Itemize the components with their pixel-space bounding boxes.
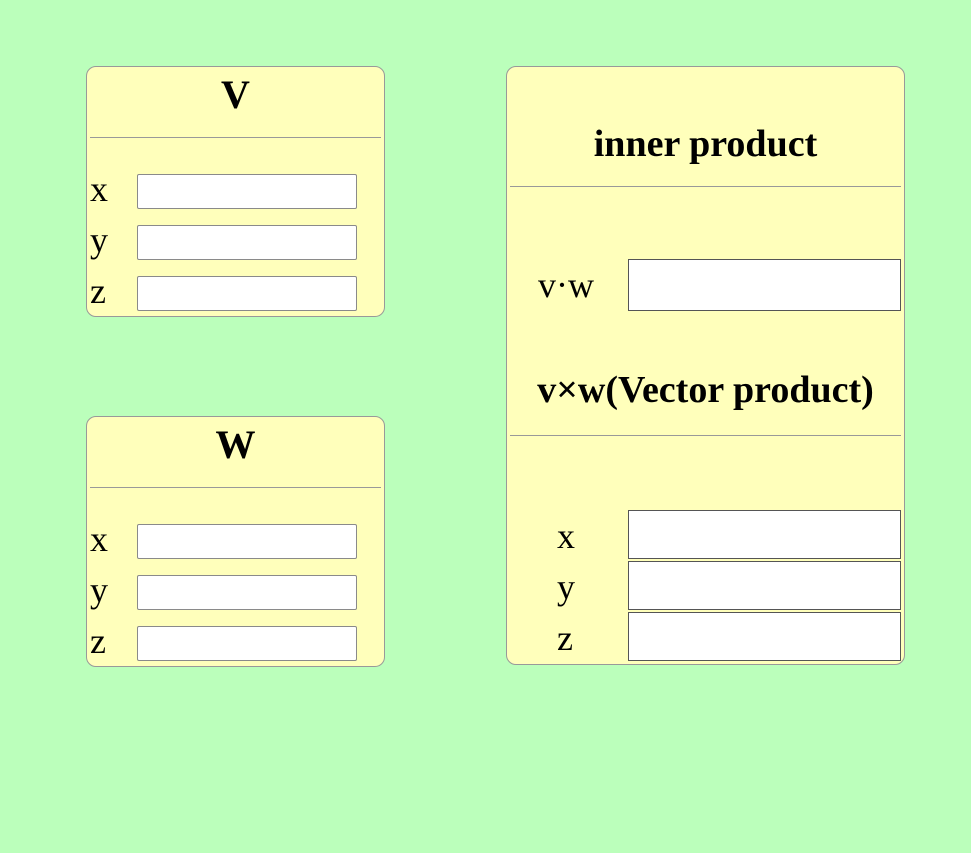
vector-v-x-input[interactable] [137, 174, 357, 209]
vector-product-y-label: y [557, 567, 575, 607]
vector-v-z-input[interactable] [137, 276, 357, 311]
vector-product-z-label: z [557, 618, 573, 658]
vector-product-z-output[interactable] [628, 612, 901, 661]
inner-product-label: v·w [538, 265, 594, 305]
vector-w-divider [90, 487, 381, 488]
vector-v-title: V [221, 72, 250, 117]
results-panel: inner product v·w v×w(Vector product) x … [506, 66, 905, 665]
inner-product-title: inner product [593, 123, 818, 165]
vector-product-x-output[interactable] [628, 510, 901, 559]
vector-product-title: v×w(Vector product) [537, 369, 874, 411]
vector-w-y-input[interactable] [137, 575, 357, 610]
vector-w-panel: W x y z [86, 416, 385, 667]
vector-v-z-label: z [90, 271, 106, 311]
vector-w-x-input[interactable] [137, 524, 357, 559]
vector-w-z-label: z [90, 621, 106, 661]
vector-v-x-label: x [90, 169, 108, 209]
vector-w-x-label: x [90, 519, 108, 559]
vector-product-x-label: x [557, 516, 575, 556]
inner-product-divider [510, 186, 901, 187]
vector-v-y-label: y [90, 220, 108, 260]
vector-v-divider [90, 137, 381, 138]
vector-w-z-input[interactable] [137, 626, 357, 661]
vector-product-divider [510, 435, 901, 436]
vector-w-title: W [215, 422, 256, 467]
vector-v-y-input[interactable] [137, 225, 357, 260]
vector-w-y-label: y [90, 570, 108, 610]
vector-product-y-output[interactable] [628, 561, 901, 610]
vector-v-panel: V x y z [86, 66, 385, 317]
inner-product-output[interactable] [628, 259, 901, 311]
